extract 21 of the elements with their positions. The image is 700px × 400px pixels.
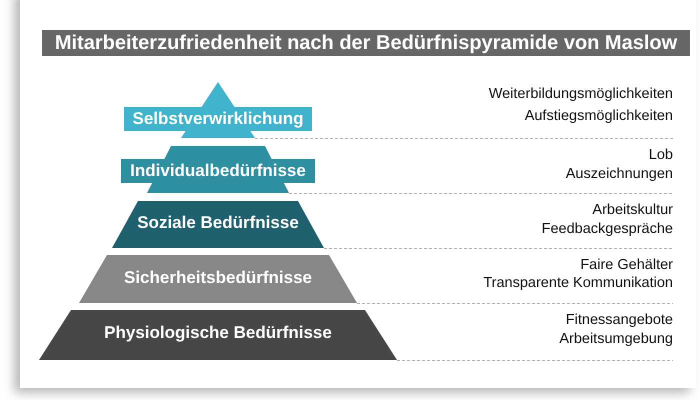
benefit-text: Feedbackgespräche bbox=[542, 220, 673, 239]
benefit-text: Arbeitskultur bbox=[592, 201, 673, 220]
title: Mitarbeiterzufriedenheit nach der Bedürfnispyramide von Maslow bbox=[42, 30, 690, 56]
pyramid-level bbox=[79, 255, 357, 303]
level-label: Soziale Bedürfnisse bbox=[137, 213, 299, 233]
level-label: Selbstverwirklichung bbox=[132, 109, 304, 129]
benefit-text: Faire Gehälter bbox=[580, 256, 673, 274]
level-label: Sicherheitsbedürfnisse bbox=[124, 268, 312, 288]
benefit-text: Transparente Kommunikation bbox=[483, 274, 673, 292]
benefit-text: Auszeichnungen bbox=[566, 165, 673, 184]
benefit-text: Arbeitsumgebung bbox=[559, 330, 673, 349]
level-label: Physiologische Bedürfnisse bbox=[104, 323, 332, 343]
pyramid-level bbox=[121, 146, 315, 193]
benefit-text: Aufstiegsmöglichkeiten bbox=[524, 107, 673, 126]
benefit-text: Fitnessangebote bbox=[566, 311, 673, 330]
benefit-text: Weiterbildungsmöglichkeiten bbox=[488, 85, 673, 104]
pyramid-level bbox=[112, 201, 324, 248]
pyramid-level bbox=[39, 310, 397, 360]
pyramid-level bbox=[124, 82, 312, 138]
level-label: Individualbedürfnisse bbox=[130, 161, 306, 181]
benefit-text: Lob bbox=[648, 146, 673, 165]
